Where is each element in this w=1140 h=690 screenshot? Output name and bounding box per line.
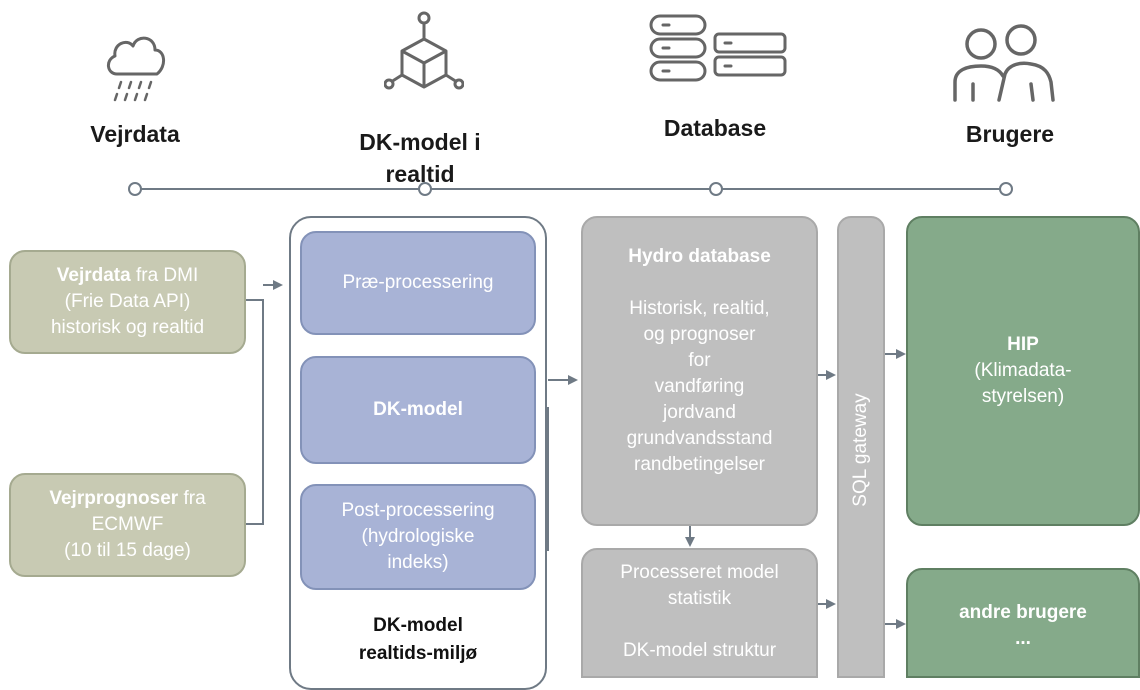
users-icon bbox=[947, 22, 1059, 104]
header-database: Database bbox=[663, 115, 767, 141]
database-server-icon bbox=[647, 12, 789, 88]
hydro-line-6: grundvandsstand bbox=[626, 428, 773, 449]
header-brugere: Brugere bbox=[965, 121, 1055, 147]
rain-cloud-icon bbox=[103, 20, 167, 106]
forecast-bold: Vejrprognoser bbox=[49, 488, 179, 509]
processed-statistics-box: Processeret model statistik DK-model str… bbox=[581, 548, 818, 678]
processed-line-4: DK-model struktur bbox=[622, 640, 777, 661]
weather-data-box: Vejrdata fra DMI (Frie Data API) histori… bbox=[9, 250, 246, 354]
hydro-line-1: Historisk, realtid, bbox=[629, 298, 770, 319]
timeline-node-dkmodel bbox=[418, 182, 432, 196]
forecast-line1: Vejrprognoser fra bbox=[49, 486, 205, 512]
arrow-inputs-to-model bbox=[245, 285, 281, 525]
forecast-box: Vejrprognoser fra ECMWF (10 til 15 dage) bbox=[9, 473, 246, 577]
forecast-rest: fra bbox=[178, 488, 206, 509]
header-vejrdata: Vejrdata bbox=[90, 121, 180, 147]
weather-data-bold: Vejrdata bbox=[56, 265, 131, 286]
hydro-line-7: randbetingelser bbox=[634, 454, 765, 475]
post-processing-line3: indeks) bbox=[387, 552, 449, 573]
weather-data-rest: fra DMI bbox=[130, 265, 199, 286]
other-users-ellipsis: ... bbox=[1015, 628, 1031, 649]
hip-title: HIP bbox=[1007, 334, 1039, 355]
weather-data-line2: (Frie Data API) bbox=[64, 291, 191, 312]
hydro-line-2: og prognoser bbox=[643, 324, 756, 345]
other-users-box: andre brugere ... bbox=[906, 568, 1140, 678]
hydro-line-5: jordvand bbox=[663, 402, 736, 423]
model-environment-label-line2: realtids-miljø bbox=[358, 643, 478, 664]
hydro-database-title: Hydro database bbox=[628, 246, 771, 267]
post-processing-line2: (hydrologiske bbox=[361, 526, 475, 547]
sql-gateway-label: SQL gateway bbox=[850, 393, 871, 507]
processed-line-2: statistik bbox=[667, 588, 732, 609]
other-users-title: andre brugere bbox=[959, 602, 1087, 623]
hip-line2: (Klimadata- bbox=[974, 360, 1072, 381]
timeline-node-vejrdata bbox=[128, 182, 142, 196]
sql-gateway-box bbox=[837, 216, 885, 678]
dk-model-label: DK-model bbox=[373, 399, 463, 420]
hydro-line-3: for bbox=[688, 350, 711, 371]
model-environment-label-line1: DK-model bbox=[373, 615, 463, 636]
timeline-node-brugere bbox=[999, 182, 1013, 196]
forecast-line2: ECMWF bbox=[91, 514, 164, 535]
dk-model-box: DK-model bbox=[300, 356, 536, 464]
hydro-database-box: Hydro database Historisk, realtid, og pr… bbox=[581, 216, 818, 526]
timeline-node-database bbox=[709, 182, 723, 196]
hip-box: HIP (Klimadata- styrelsen) bbox=[906, 216, 1140, 526]
hydro-line-4: vandføring bbox=[654, 376, 745, 397]
weather-data-line3: historisk og realtid bbox=[50, 317, 205, 338]
cube-network-icon bbox=[384, 9, 464, 99]
weather-data-line1: Vejrdata fra DMI bbox=[57, 263, 199, 289]
post-processing-box: Post-processering (hydrologiske indeks) bbox=[300, 484, 536, 590]
pre-processing-box: Præ-processering bbox=[300, 231, 536, 335]
forecast-line3: (10 til 15 dage) bbox=[64, 540, 191, 561]
header-dkmodel-line2: realtid bbox=[385, 161, 455, 187]
model-environment-label: DK-model realtids-miljø bbox=[300, 612, 536, 668]
header-dkmodel-line1: DK-model i bbox=[359, 129, 481, 155]
header-dkmodel: DK-model i realtid bbox=[320, 126, 520, 190]
hip-line3: styrelsen) bbox=[981, 386, 1065, 407]
pre-processing-label: Præ-processering bbox=[342, 272, 494, 293]
processed-line-1: Processeret model bbox=[620, 562, 779, 583]
post-processing-line1: Post-processering bbox=[341, 500, 495, 521]
